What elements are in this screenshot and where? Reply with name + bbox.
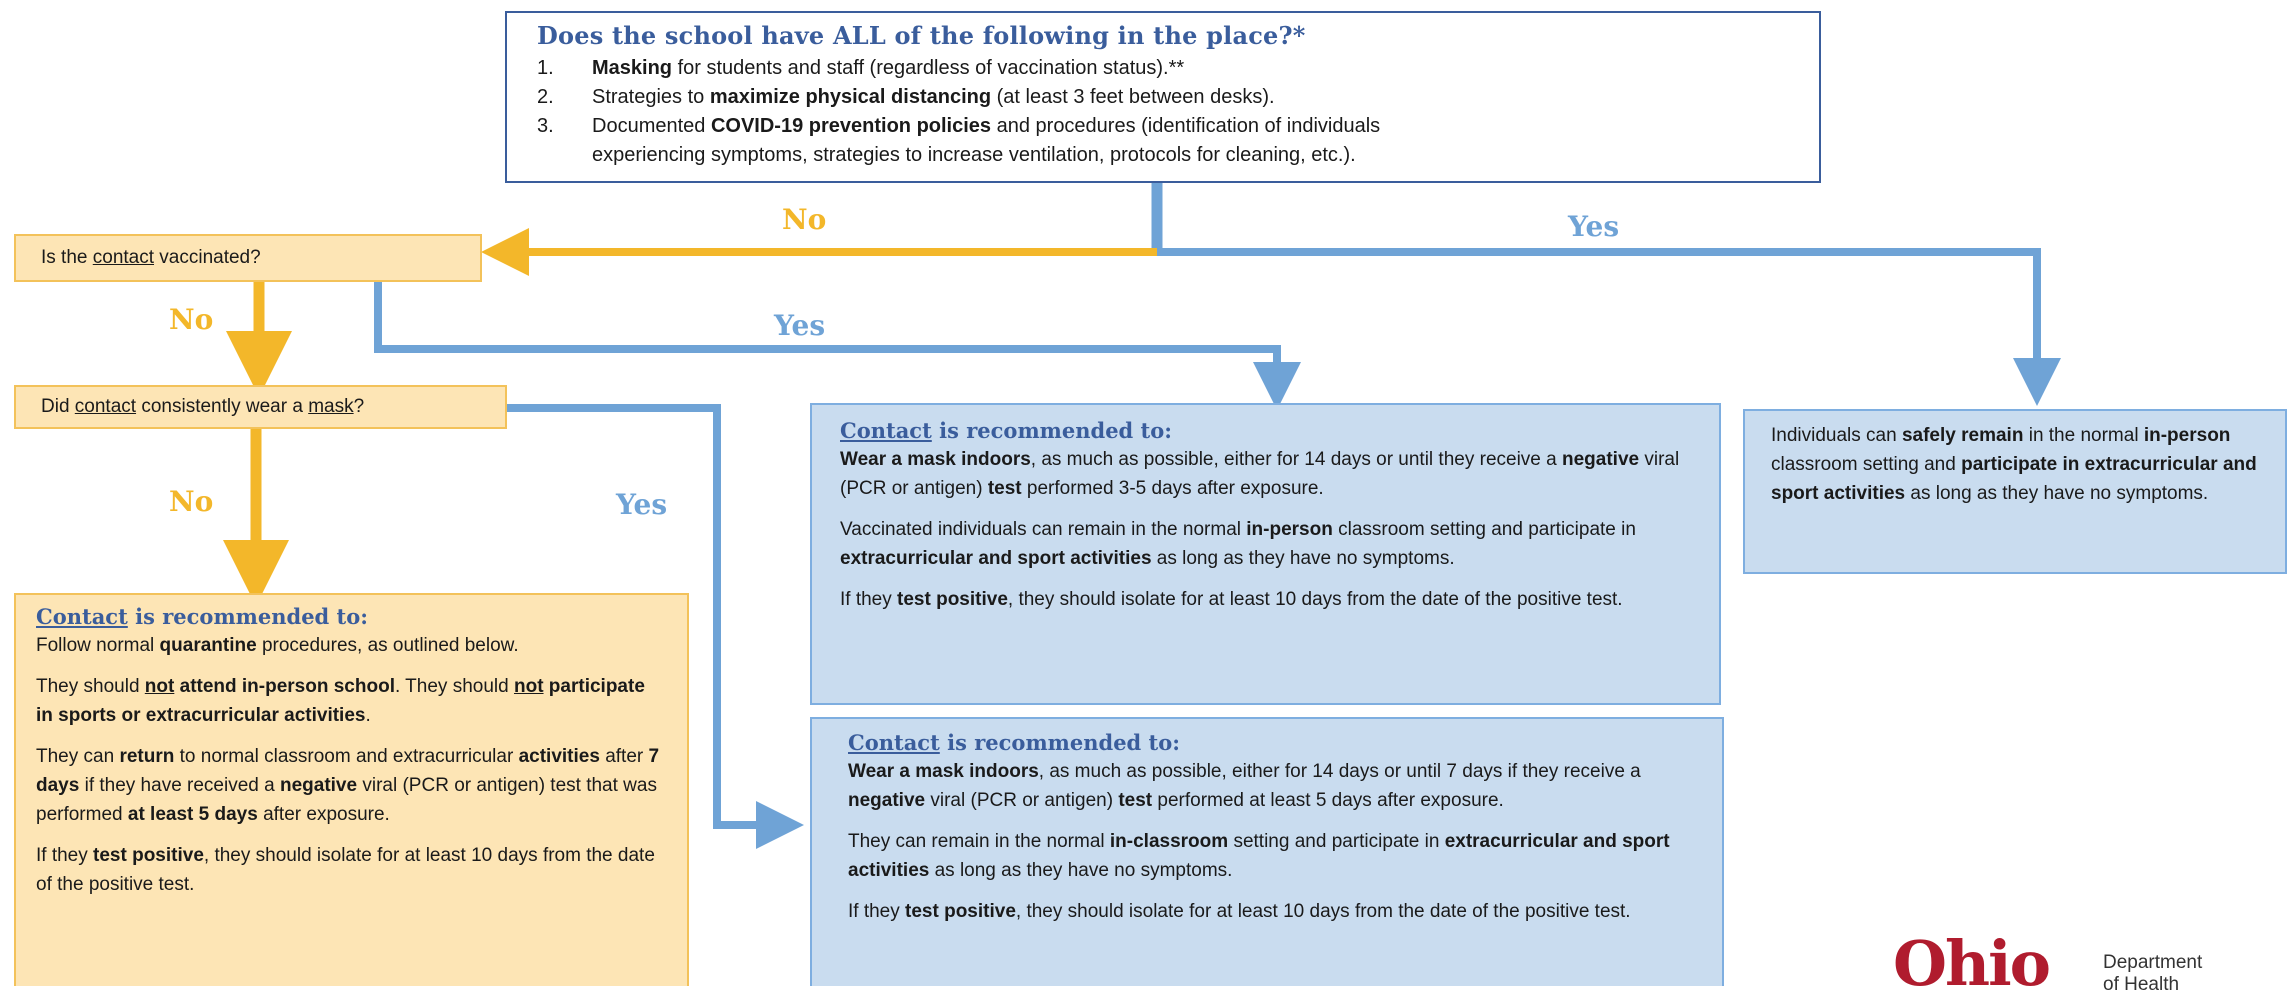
label-yes-vaccinated: Yes [774,309,826,342]
recommendation-quarantine-box: Contact is recommended to: Follow normal… [14,593,689,986]
paragraph: If they test positive, they should isola… [36,845,655,895]
requirement-item: experiencing symptoms, strategies to inc… [592,144,1356,166]
recommendation-heading: Contact is recommended to: [840,418,1173,443]
requirements-list: 1.Masking for students and staff (regard… [537,54,1797,170]
recommendation-masked-text: Wear a mask indoors, as much as possible… [848,757,1702,926]
question-mask: Did contact consistently wear a mask? [14,385,507,429]
paragraph: Individuals can safely remain in the nor… [1771,425,2257,504]
arrow-yes-to-safe [1157,248,2061,406]
question-vaccinated-text: Is the contact vaccinated? [41,247,261,268]
label-no-top: No [782,203,827,236]
arrow-mask-yes [507,404,804,849]
recommendation-heading: Contact is recommended to: [36,604,369,629]
label-yes-mask: Yes [616,488,668,521]
question-vaccinated: Is the contact vaccinated? [14,234,482,282]
recommendation-quarantine-text: Follow normal quarantine procedures, as … [36,631,667,899]
requirement-item: 2.Strategies to maximize physical distan… [537,86,1275,108]
question-mask-text: Did contact consistently wear a mask? [41,396,365,417]
paragraph: Wear a mask indoors, as much as possible… [848,761,1641,811]
paragraph: They can remain in the normal in-classro… [848,831,1670,881]
recommendation-masked-box: Contact is recommended to: Wear a mask i… [810,717,1724,986]
paragraph: They should not attend in-person school.… [36,676,645,726]
paragraph: They can return to normal classroom and … [36,746,660,825]
paragraph: Follow normal quarantine procedures, as … [36,635,519,656]
recommendation-vaccinated-box: Contact is recommended to: Wear a mask i… [810,403,1721,705]
paragraph: If they test positive, they should isola… [840,589,1623,610]
department-of-health-logo-text: Department of Health [2103,952,2203,995]
arrow-vacc-yes [374,282,1301,410]
recommendation-vaccinated-text: Wear a mask indoors, as much as possible… [840,445,1699,614]
label-yes-top: Yes [1568,210,1620,243]
paragraph: If they test positive, they should isola… [848,901,1631,922]
ohio-logo: Ohio [1893,927,2051,1000]
recommendation-heading: Contact is recommended to: [848,730,1181,755]
requirement-item: 1.Masking for students and staff (regard… [537,57,1185,79]
paragraph: Vaccinated individuals can remain in the… [840,519,1636,569]
label-no-mask: No [169,485,214,518]
school-requirements-box: Does the school have ALL of the followin… [505,11,1821,183]
recommendation-safe-text: Individuals can safely remain in the nor… [1771,421,2265,508]
label-no-vaccinated: No [169,303,214,336]
recommendation-safe-box: Individuals can safely remain in the nor… [1743,409,2287,574]
school-requirements-title: Does the school have ALL of the followin… [537,21,1306,50]
requirement-item: 3.Documented COVID-19 prevention policie… [537,115,1381,137]
paragraph: Wear a mask indoors, as much as possible… [840,449,1680,499]
